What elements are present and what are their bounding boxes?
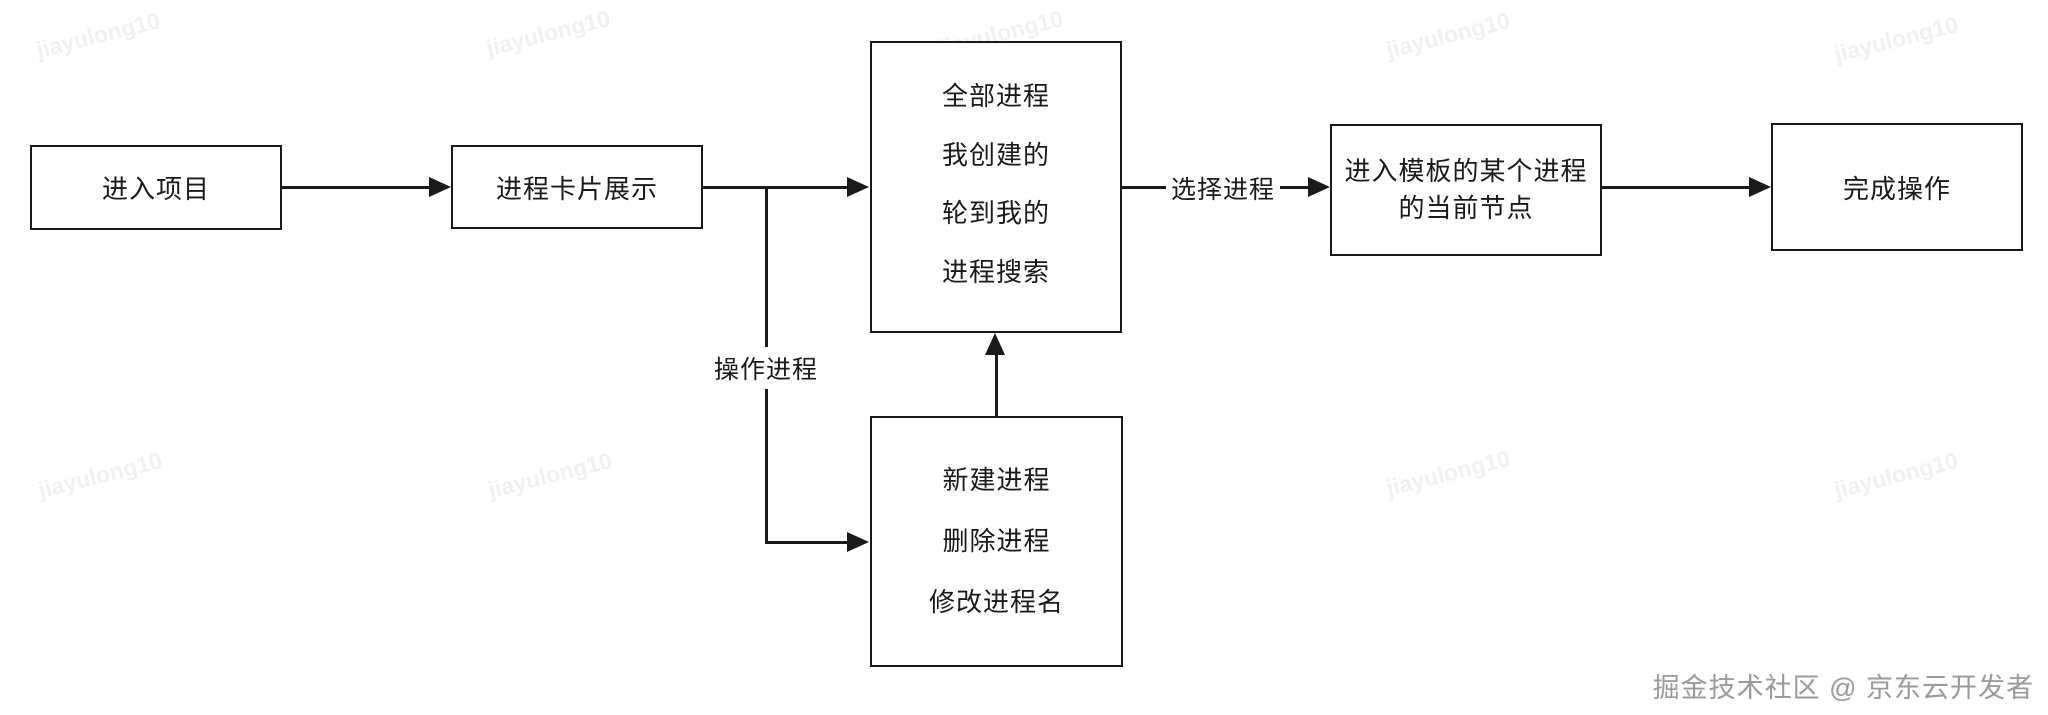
arrowhead-icon	[847, 532, 869, 552]
list-item: 轮到我的	[941, 198, 1050, 228]
watermark-text: jiayulong10	[1831, 447, 1961, 503]
watermark-text: jiayulong10	[33, 7, 163, 63]
arrowhead-icon	[847, 177, 869, 197]
edge-label-operate-process: 操作进程	[708, 347, 824, 389]
connector-cards-to-list	[703, 186, 849, 189]
watermark-text: jiayulong10	[483, 5, 613, 61]
node-process-cards-label: 进程卡片展示	[495, 173, 658, 204]
node-enter-project-label: 进入项目	[101, 174, 210, 204]
list-item: 进程搜索	[941, 256, 1050, 287]
list-item: 删除进程	[942, 526, 1051, 556]
footer-credit: 掘金技术社区 @ 京东云开发者	[1652, 673, 2034, 703]
node-process-ops: 新建进程 删除进程 修改进程名	[870, 416, 1123, 667]
connector-current-to-complete	[1602, 186, 1751, 189]
list-item: 我创建的	[941, 139, 1050, 170]
node-complete: 完成操作	[1771, 123, 2023, 251]
connector-operate-horizontal	[765, 541, 849, 544]
list-item: 新建进程	[942, 465, 1051, 495]
list-item: 修改进程名	[928, 587, 1064, 617]
arrowhead-icon	[1749, 177, 1771, 197]
node-process-cards: 进程卡片展示	[451, 145, 703, 229]
watermark-text: jiayulong10	[1383, 7, 1513, 63]
node-process-list: 全部进程 我创建的 轮到我的 进程搜索	[870, 41, 1122, 333]
arrowhead-icon	[985, 333, 1005, 355]
watermark-text: jiayulong10	[1383, 445, 1513, 501]
arrowhead-icon	[429, 177, 451, 197]
node-current-node-label: 进入模板的某个进程的当前节点	[1344, 156, 1588, 223]
node-complete-label: 完成操作	[1842, 173, 1951, 204]
watermark-text: jiayulong10	[35, 447, 165, 503]
connector-ops-to-list	[995, 352, 998, 416]
connector-enter-to-cards	[282, 186, 431, 189]
node-current-node: 进入模板的某个进程的当前节点	[1330, 124, 1602, 256]
arrowhead-icon	[1308, 177, 1330, 197]
edge-label-select-process: 选择进程	[1165, 167, 1281, 209]
watermark-text: jiayulong10	[1831, 11, 1961, 67]
node-enter-project: 进入项目	[30, 145, 282, 230]
watermark-text: jiayulong10	[485, 447, 615, 503]
list-item: 全部进程	[941, 81, 1050, 111]
